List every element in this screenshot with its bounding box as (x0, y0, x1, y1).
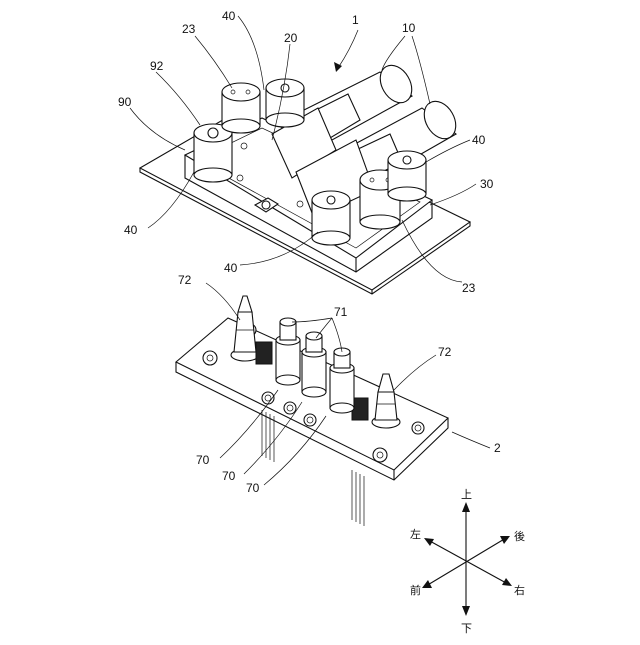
compass-left: 左 (410, 528, 421, 541)
label-40-bottom: 40 (224, 261, 238, 275)
assembly-1-arrow (334, 30, 358, 72)
compass-back: 後 (514, 529, 525, 543)
label-20: 20 (284, 31, 298, 45)
compass-down: 下 (461, 622, 472, 635)
cylinder-92 (194, 124, 232, 182)
label-70-b: 70 (222, 469, 236, 483)
label-70-a: 70 (196, 453, 210, 467)
top-assembly (140, 60, 470, 294)
label-10: 10 (402, 21, 416, 35)
bottom-assembly (176, 296, 448, 526)
label-71: 71 (334, 305, 348, 319)
label-72-right: 72 (438, 345, 452, 359)
contact-pin-2 (302, 332, 326, 397)
contact-pin-1 (276, 318, 300, 385)
label-70-c: 70 (246, 481, 260, 495)
label-23-bottom: 23 (462, 281, 476, 295)
cylinder-40-right (388, 151, 426, 201)
compass-front: 前 (410, 583, 421, 597)
label-72-left: 72 (178, 273, 192, 287)
compass-up: 上 (461, 488, 472, 501)
label-40-right: 40 (472, 133, 486, 147)
label-2: 2 (494, 441, 501, 455)
label-40-left: 40 (124, 223, 138, 237)
compass-right: 右 (514, 583, 525, 597)
direction-compass: 上 下 左 後 前 右 (410, 488, 525, 635)
cylinder-40-top (266, 79, 304, 127)
label-40-top: 40 (222, 9, 236, 23)
label-30: 30 (480, 177, 494, 191)
cylinder-23-top (222, 83, 260, 133)
label-92: 92 (150, 59, 164, 73)
cylinder-40-front (312, 191, 350, 245)
label-23-top: 23 (182, 22, 196, 36)
contact-pin-3 (330, 348, 354, 413)
label-1: 1 (352, 13, 359, 27)
label-90: 90 (118, 95, 132, 109)
